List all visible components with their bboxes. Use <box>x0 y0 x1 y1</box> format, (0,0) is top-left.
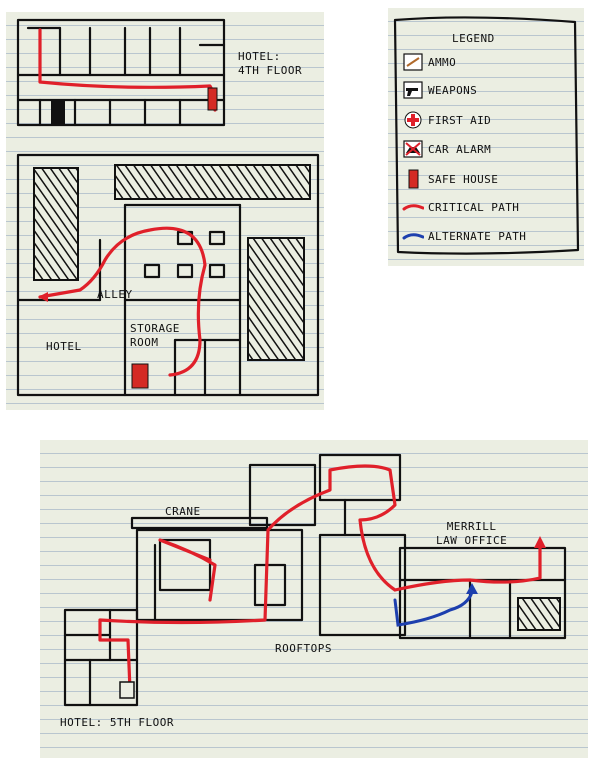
hotel-4th-floor-label: HOTEL: 4TH FLOOR <box>238 50 303 77</box>
critical-path-bottom <box>98 464 542 692</box>
hotel-label: HOTEL <box>46 340 82 353</box>
safe-house-marker <box>131 363 149 389</box>
legend-item-weapons: WEAPONS <box>402 80 572 100</box>
ammo-icon <box>403 53 423 71</box>
alternate-path-arrow <box>466 583 478 594</box>
legend-item-first-aid: FIRST AID <box>402 110 572 130</box>
alley-label: ALLEY <box>97 288 133 301</box>
car-alarm-icon <box>403 140 423 158</box>
legend-item-ammo: AMMO <box>402 52 572 72</box>
critical-path-line <box>402 204 424 211</box>
bottom-map-walls <box>63 453 567 707</box>
legend-title: LEGEND <box>452 32 495 45</box>
legend-item-alternate-path: ALTERNATE PATH <box>402 226 572 246</box>
hotel-5th-floor-label: HOTEL: 5TH FLOOR <box>60 716 174 729</box>
crane-label: CRANE <box>165 505 201 518</box>
legend-item-critical-path: CRITICAL PATH <box>402 197 572 217</box>
hatched-building <box>517 597 561 631</box>
hatched-building <box>247 237 305 361</box>
legend-item-safe-house: SAFE HOUSE <box>402 169 572 189</box>
weapons-icon <box>403 81 423 99</box>
legend-sheet <box>388 8 584 266</box>
rooftops-label: ROOFTOPS <box>275 642 332 655</box>
safe-house-icon <box>408 169 419 189</box>
legend-label: CRITICAL PATH <box>428 201 520 214</box>
critical-path-street <box>38 226 207 377</box>
legend-item-car-alarm: CAR ALARM <box>402 139 572 159</box>
hatched-building <box>114 164 311 200</box>
stair-block <box>51 99 65 125</box>
legend-label: AMMO <box>428 56 457 69</box>
legend-label: WEAPONS <box>428 84 478 97</box>
safe-house-marker <box>207 87 218 111</box>
critical-path-hotel-4th <box>38 28 217 112</box>
legend-border <box>393 16 580 255</box>
alternate-path-line <box>393 590 474 627</box>
legend-label: ALTERNATE PATH <box>428 230 527 243</box>
hatched-building <box>33 167 79 281</box>
legend-label: FIRST AID <box>428 114 492 127</box>
legend-label: SAFE HOUSE <box>428 173 499 186</box>
hotel-4th-floor-walls <box>16 18 226 127</box>
top-left-map-sheet <box>6 12 324 410</box>
merrill-law-office-label: MERRILL LAW OFFICE <box>436 520 508 547</box>
critical-path-arrow <box>534 536 546 548</box>
legend-label: CAR ALARM <box>428 143 492 156</box>
critical-path-crane <box>158 538 217 602</box>
safe-house-marker <box>119 681 135 699</box>
storage-room-label: STORAGE ROOM <box>130 322 180 349</box>
alternate-path-line <box>402 233 424 240</box>
critical-path-arrow <box>38 292 48 302</box>
first-aid-icon <box>404 111 422 129</box>
